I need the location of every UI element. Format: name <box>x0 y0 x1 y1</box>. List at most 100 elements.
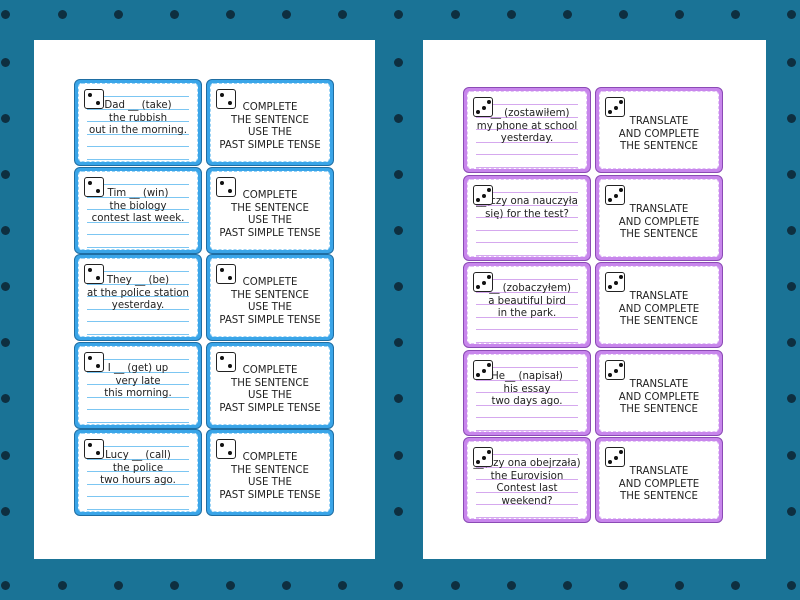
text-line: COMPLETE <box>242 365 298 377</box>
background-dot <box>394 507 403 516</box>
text-line: USE THE <box>248 302 292 314</box>
background-dot <box>563 581 572 590</box>
writing-line <box>476 192 578 193</box>
writing-line <box>476 116 578 118</box>
text-line: THE SENTENCE <box>231 289 309 301</box>
dice-3-icon <box>473 185 493 205</box>
text-line: weekend? <box>501 495 553 507</box>
dice-pip <box>88 181 92 185</box>
text-line: the biology <box>109 200 167 212</box>
dice-pip <box>619 275 623 279</box>
text-line: TRANSLATE <box>629 204 689 216</box>
background-dot <box>787 170 796 179</box>
text-line: AND COMPLETE <box>618 216 700 228</box>
dice-pip <box>608 110 612 114</box>
background-dot <box>787 282 796 291</box>
background-dot <box>1 170 10 179</box>
writing-line <box>476 204 578 206</box>
dice-pip <box>96 364 100 368</box>
writing-line <box>476 329 578 331</box>
writing-line <box>476 417 578 419</box>
writing-line <box>87 483 189 485</box>
dice-pip <box>613 105 618 110</box>
text-line: PAST SIMPLE TENSE <box>219 140 321 152</box>
dice-pip <box>228 189 232 193</box>
background-dot <box>394 10 403 19</box>
writing-lines <box>87 440 189 510</box>
dice-pip <box>619 100 623 104</box>
writing-line <box>87 133 189 135</box>
dice-pip <box>619 363 623 367</box>
background-dot <box>563 10 572 19</box>
background-dot <box>1 226 10 235</box>
text-line: Contest last <box>496 483 558 495</box>
dice-pip <box>228 101 232 105</box>
background-dot <box>1 282 10 291</box>
background-dot <box>170 10 179 19</box>
writing-line <box>476 479 578 481</box>
writing-line <box>87 159 189 160</box>
background-dot <box>1 10 10 19</box>
dice-pip <box>613 193 618 198</box>
writing-line <box>87 359 189 360</box>
dice-pip <box>96 189 100 193</box>
text-line: a beautiful bird <box>488 295 566 307</box>
text-line: PAST SIMPLE TENSE <box>219 403 321 415</box>
text-line: Lucy __ (call) <box>105 450 171 461</box>
text-line: He__ (napisał) <box>491 371 563 382</box>
text-line: AND COMPLETE <box>618 128 700 140</box>
writing-line <box>87 296 189 298</box>
background-dot <box>787 507 796 516</box>
writing-line <box>87 108 189 110</box>
background-dot <box>787 58 796 67</box>
text-line: AND COMPLETE <box>618 478 700 490</box>
text-line: out in the morning. <box>88 125 188 137</box>
writing-line <box>476 367 578 368</box>
text-line: the police <box>112 462 164 474</box>
background-dot <box>226 10 235 19</box>
text-line: THE SENTENCE <box>231 202 309 214</box>
writing-line <box>87 371 189 373</box>
text-line: yesterday. <box>500 133 554 145</box>
text-line: COMPLETE <box>242 452 298 464</box>
dice-pip <box>96 101 100 105</box>
dice-2-icon <box>84 89 104 109</box>
dice-pip <box>220 181 224 185</box>
writing-line <box>87 509 189 510</box>
writing-line <box>476 316 578 318</box>
dice-3-icon <box>473 272 493 292</box>
dice-pip <box>476 373 480 377</box>
writing-line <box>476 129 578 131</box>
text-line: __(czy ona nauczyła <box>476 196 578 207</box>
background-dot <box>787 581 796 590</box>
text-line: TRANSLATE <box>629 466 689 478</box>
dice-pip <box>476 110 480 114</box>
text-line: COMPLETE <box>242 102 298 114</box>
text-line: two hours ago. <box>100 475 176 487</box>
dice-pip <box>487 275 491 279</box>
text-line: They __ (be) <box>106 275 170 286</box>
background-dot <box>170 581 179 590</box>
text-line: PAST SIMPLE TENSE <box>219 490 321 502</box>
writing-line <box>87 446 189 447</box>
text-line: I __ (zostawiłem) <box>484 108 570 119</box>
text-line: I __ (get) up <box>107 363 169 374</box>
background-dot <box>451 581 460 590</box>
text-line: AND COMPLETE <box>618 391 700 403</box>
